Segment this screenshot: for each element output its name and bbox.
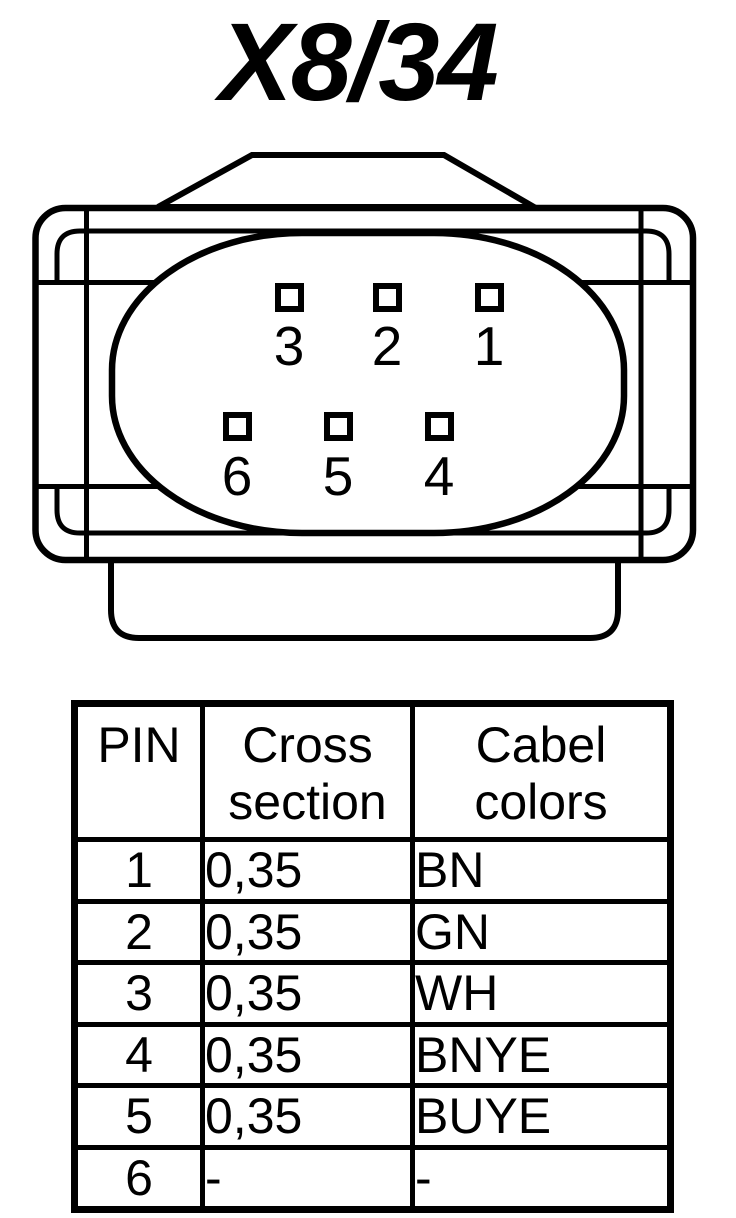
cell-pin: 5 — [72, 1083, 205, 1150]
table-row: 3 0,35 WH — [72, 960, 673, 1027]
header-cable-colors: Cabel colors — [410, 701, 673, 842]
pin-square-2 — [373, 283, 402, 312]
cell-cable-color: BN — [410, 837, 673, 904]
housing-outline — [32, 204, 697, 564]
table-row: 2 0,35 GN — [72, 898, 673, 965]
table-row: 1 0,35 BN — [72, 837, 673, 904]
cell-pin: 6 — [72, 1144, 205, 1212]
header-cross-section: Cross section — [200, 701, 415, 842]
cell-cable-color: WH — [410, 960, 673, 1027]
pin-label: 3 — [274, 315, 305, 377]
table-row: 4 0,35 BNYE — [72, 1021, 673, 1088]
pin-square-3 — [275, 283, 304, 312]
cell-cross-section: 0,35 — [200, 1021, 415, 1088]
cell-cable-color: GN — [410, 898, 673, 965]
cell-cross-section: - — [200, 1144, 415, 1212]
pin-label: 1 — [474, 315, 505, 377]
pin-label: 5 — [323, 445, 354, 507]
page-title: X8/34 — [219, 1, 498, 124]
table-row: 6 - - — [72, 1144, 673, 1212]
cell-cross-section: 0,35 — [200, 898, 415, 965]
pin-square-5 — [324, 412, 353, 441]
pin-table: PIN Cross section Cabel colors 1 0,35 BN… — [71, 700, 674, 1213]
pin-square-4 — [425, 412, 454, 441]
cell-cross-section: 0,35 — [200, 960, 415, 1027]
table-row: 5 0,35 BUYE — [72, 1083, 673, 1150]
cell-cross-section: 0,35 — [200, 837, 415, 904]
cell-pin: 2 — [72, 898, 205, 965]
cell-cable-color: BUYE — [410, 1083, 673, 1150]
cell-pin: 1 — [72, 837, 205, 904]
connector-cavity — [108, 229, 628, 537]
cell-pin: 3 — [72, 960, 205, 1027]
connector-diagram: 3 2 1 6 5 4 — [32, 152, 697, 641]
connector-bottom-tab — [108, 557, 621, 641]
cell-cross-section: 0,35 — [200, 1083, 415, 1150]
header-pin: PIN — [72, 701, 205, 842]
pin-label: 4 — [424, 445, 455, 507]
cell-pin: 4 — [72, 1021, 205, 1088]
pin-square-1 — [475, 283, 504, 312]
table-header-row: PIN Cross section Cabel colors — [72, 701, 673, 842]
pin-square-6 — [223, 412, 252, 441]
pin-label: 6 — [222, 445, 253, 507]
pin-label: 2 — [372, 315, 403, 377]
connector-key-trapezoid — [156, 152, 546, 210]
cell-cable-color: - — [410, 1144, 673, 1212]
cell-cable-color: BNYE — [410, 1021, 673, 1088]
